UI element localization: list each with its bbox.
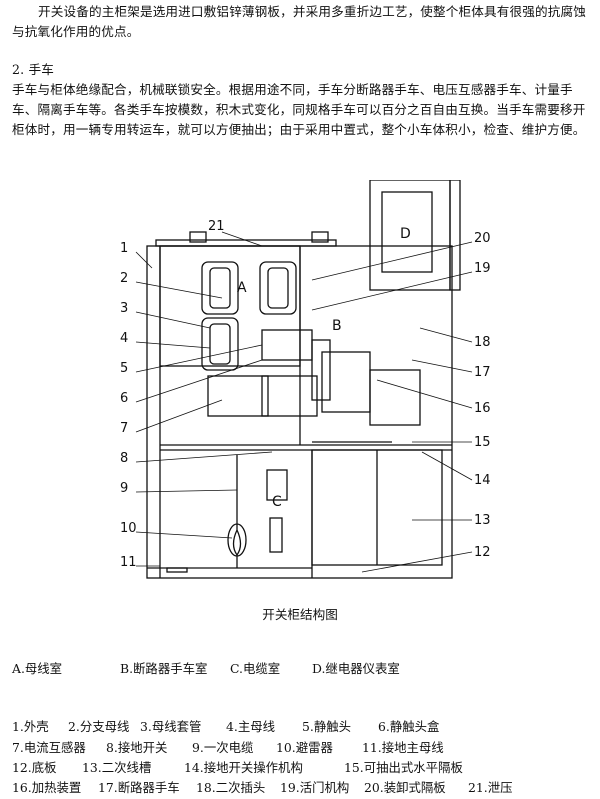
part-item: 11.接地主母线 <box>362 740 444 755</box>
callout-21: 21 <box>208 219 225 234</box>
part-item: 16.加热装置 <box>12 780 82 795</box>
compartment-d: D.继电器仪表室 <box>312 661 400 676</box>
callout-1: 1 <box>120 241 128 256</box>
section-heading: 2. 手车 <box>12 62 54 77</box>
part-item: 3.母线套管 <box>140 719 202 734</box>
part-item: 1.外壳 <box>12 719 49 734</box>
callout-6: 6 <box>120 391 128 406</box>
callout-2: 2 <box>120 271 128 286</box>
callout-9: 9 <box>120 481 128 496</box>
part-item: 5.静触头 <box>302 719 351 734</box>
callout-20: 20 <box>474 231 491 246</box>
part-item: 15.可抽出式水平隔板 <box>344 760 463 775</box>
part-item: 6.静触头盒 <box>378 719 440 734</box>
compartment-b: B.断路器手车室 <box>120 661 208 676</box>
callout-4: 4 <box>120 331 128 346</box>
part-item: 8.接地开关 <box>106 740 168 755</box>
section-paragraph: 手车与柜体绝缘配合，机械联锁安全。根据用途不同，手车分断路器手车、电压互感器手车… <box>12 82 586 137</box>
callout-7: 7 <box>120 421 128 436</box>
callout-numbers: 1 2 3 4 5 6 7 8 9 10 11 21 20 19 18 17 1… <box>120 219 491 570</box>
part-item: 17.断路器手车 <box>98 780 180 795</box>
part-item: 21.泄压 <box>468 780 513 795</box>
letter-c: C <box>272 494 282 510</box>
callout-5: 5 <box>120 361 128 376</box>
callout-8: 8 <box>120 451 128 466</box>
compartment-c: C.电缆室 <box>230 661 281 676</box>
part-item: 14.接地开关操作机构 <box>184 760 303 775</box>
callout-3: 3 <box>120 301 128 316</box>
callout-12: 12 <box>474 545 491 560</box>
part-item: 10.避雷器 <box>276 740 333 755</box>
callout-16: 16 <box>474 401 491 416</box>
part-item: 2.分支母线 <box>68 719 130 734</box>
part-item: 20.装卸式隔板 <box>364 780 446 795</box>
callout-13: 13 <box>474 513 491 528</box>
letter-b: B <box>332 318 342 334</box>
switchgear-structure-diagram: A B C D 1 2 3 4 5 6 7 8 9 10 <box>120 180 491 579</box>
intro-paragraph: 开关设备的主柜架是选用进口敷铝锌薄钢板，并采用多重折边工艺，使整个柜体具有很强的… <box>12 4 586 39</box>
callout-14: 14 <box>474 473 491 488</box>
part-item: 7.电流互感器 <box>12 740 86 755</box>
part-item: 9.一次电缆 <box>192 740 254 755</box>
callout-10: 10 <box>120 521 137 536</box>
part-item: 4.主母线 <box>226 719 275 734</box>
part-item: 19.活门机构 <box>280 780 350 795</box>
letter-a: A <box>237 280 247 296</box>
compartment-a: A.母线室 <box>12 661 63 676</box>
callout-19: 19 <box>474 261 491 276</box>
figure-caption: 开关柜结构图 <box>262 607 338 622</box>
part-item: 12.底板 <box>12 760 57 775</box>
callout-18: 18 <box>474 335 491 350</box>
part-item: 18.二次插头 <box>196 780 266 795</box>
callout-17: 17 <box>474 365 491 380</box>
callout-11: 11 <box>120 555 137 570</box>
letter-d: D <box>400 226 411 242</box>
callout-15: 15 <box>474 435 491 450</box>
part-item: 13.二次线槽 <box>82 760 152 775</box>
